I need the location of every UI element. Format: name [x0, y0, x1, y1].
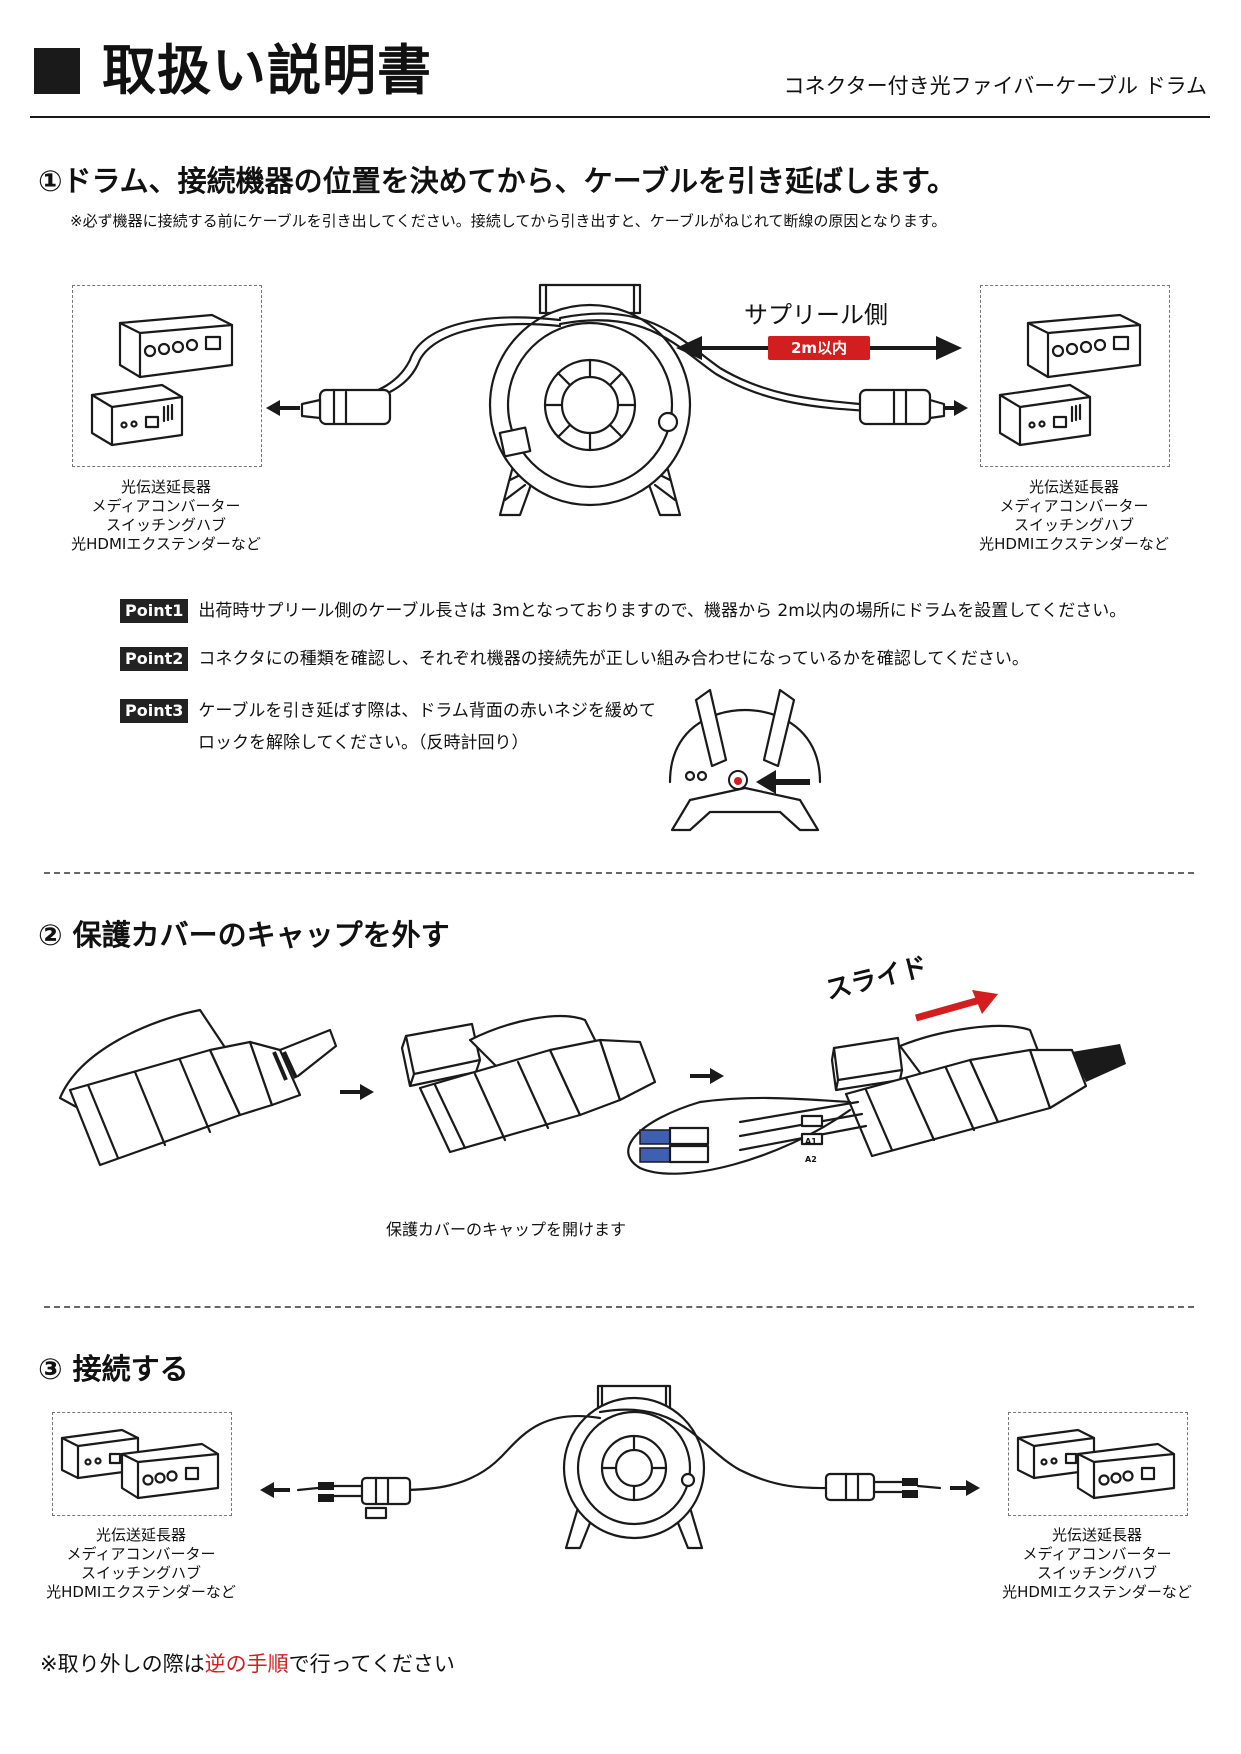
- step1-note: ※必ず機器に接続する前にケーブルを引き出してください。接続してから引き出すと、ケ…: [70, 212, 947, 230]
- slide-arrow-icon: [915, 996, 981, 1022]
- page-title: 取扱い説明書: [102, 39, 432, 102]
- point2-text: コネクタにの種類を確認し、それぞれ機器の接続先が正しい組み合わせになっているかを…: [198, 649, 1029, 669]
- device-box-left: [72, 285, 262, 467]
- footer-suffix: で行ってください: [288, 1652, 455, 1676]
- connector-right-connected-icon: [824, 1472, 942, 1502]
- lc-connector-blue-icon: [639, 1147, 671, 1163]
- step3-heading: ③ 接続する: [38, 1352, 189, 1386]
- connector-left-connected-icon: [296, 1476, 412, 1520]
- lc-connector-blue-icon: [639, 1129, 671, 1145]
- device-box-step3-left: [52, 1412, 232, 1516]
- device-box-step3-right: [1008, 1412, 1188, 1516]
- point3-text-line2: ロックを解除してください。（反時計回り）: [198, 733, 529, 753]
- step1-heading: ①ドラム、接続機器の位置を決めてから、ケーブルを引き延ばします。: [38, 164, 957, 198]
- step2-heading: ② 保護カバーのキャップを外す: [38, 918, 450, 952]
- step2-caption: 保護カバーのキャップを開けます: [386, 1220, 627, 1239]
- device-box-right: [980, 285, 1170, 467]
- header-rule: [30, 116, 1210, 118]
- header-square-icon: [34, 48, 80, 94]
- switching-hub-icon: [998, 383, 1092, 447]
- devices-illustration-step3-left: [60, 1428, 220, 1500]
- cable-drum-icon: [488, 283, 692, 517]
- devices-illustration-right: [998, 313, 1142, 447]
- point1-badge: Point1: [120, 599, 189, 623]
- point1-text: 出荷時サプリール側のケーブル長さは 3ｍとなっておりますので、機器から 2m以内…: [198, 601, 1127, 621]
- step3-devices-caption-left: 光伝送延長器メディアコンバーター スイッチングハブ光HDMIエクステンダーなど: [46, 1526, 236, 1601]
- page-subtitle: コネクター付き光ファイバーケーブル ドラム: [783, 74, 1207, 98]
- media-converter-icon: [118, 313, 234, 379]
- step1-devices-caption-right: 光伝送延長器メディアコンバーター スイッチングハブ光HDMIエクステンダーなど: [979, 478, 1169, 553]
- switching-hub-icon: [90, 383, 184, 447]
- point2-row: Point2 コネクタにの種類を確認し、それぞれ機器の接続先が正しい組み合わせにな…: [120, 644, 1029, 674]
- cable-tag-a1: A1: [805, 1137, 817, 1146]
- step2-connector-illustration: [58, 990, 1126, 1175]
- point3-row: Point3 ケーブルを引き延ばす際は、ドラム背面の赤いネジを緩めて: [120, 696, 656, 726]
- supply-side-label: サプリール側: [744, 301, 888, 329]
- devices-illustration-left: [90, 313, 234, 447]
- connector-closed-cover-icon: [58, 1008, 338, 1167]
- connector-slide-exposed-icon: [627, 1024, 1126, 1175]
- cable-drum-icon: [562, 1384, 706, 1550]
- distance-label: 2m以内: [790, 339, 848, 357]
- footer-note: ※取り外しの際は逆の手順で行ってください: [40, 1648, 455, 1678]
- devices-illustration-step3-right: [1016, 1428, 1176, 1500]
- step3-drum-illustration: [260, 1384, 980, 1550]
- connector-left-icon: [300, 388, 392, 426]
- section-divider-2: [44, 1306, 1194, 1308]
- section-divider-1: [44, 872, 1194, 874]
- connector-right-icon: [858, 388, 946, 426]
- drum-back-lock-illustration: [668, 688, 822, 832]
- point1-row: Point1 出荷時サプリール側のケーブル長さは 3ｍとなっておりますので、機器か…: [120, 596, 1126, 626]
- step3-devices-caption-right: 光伝送延長器メディアコンバーター スイッチングハブ光HDMIエクステンダーなど: [1002, 1526, 1192, 1601]
- media-converter-icon: [1026, 313, 1142, 379]
- point3-text-line1: ケーブルを引き延ばす際は、ドラム背面の赤いネジを緩めて: [198, 701, 656, 721]
- cable-tag-a2: A2: [805, 1155, 817, 1164]
- connector-cap-open-icon: [400, 1014, 657, 1154]
- footer-prefix: ※取り外しの際は: [40, 1652, 205, 1676]
- footer-highlight: 逆の手順: [204, 1652, 289, 1676]
- point2-badge: Point2: [120, 647, 189, 671]
- step1-devices-caption-left: 光伝送延長器メディアコンバーター スイッチングハブ光HDMIエクステンダーなど: [71, 478, 261, 553]
- step1-drum-illustration: [266, 283, 968, 517]
- point3-badge: Point3: [120, 699, 189, 723]
